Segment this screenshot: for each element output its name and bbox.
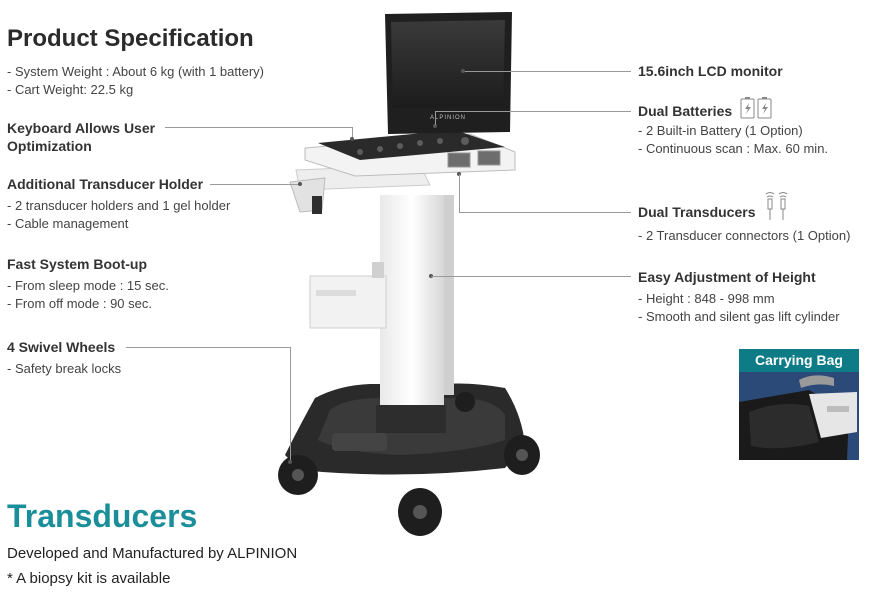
feature-title: 4 Swivel Wheels bbox=[7, 339, 116, 355]
feature-boot-up: Fast System Boot-up - From sleep mode : … bbox=[7, 255, 169, 313]
transducers-title: Transducers bbox=[7, 498, 198, 534]
device-brand: ALPINION bbox=[430, 115, 467, 121]
spec-line: - System Weight : About 6 kg (with 1 bat… bbox=[7, 64, 264, 79]
feature-title: Keyboard Allows User Optimization bbox=[7, 120, 156, 154]
feature-detail: - 2 transducer holders and 1 gel holder bbox=[7, 198, 231, 213]
feature-detail: - 2 Transducer connectors (1 Option) bbox=[638, 228, 851, 243]
product-spec-lines: - System Weight : About 6 kg (with 1 bat… bbox=[7, 63, 264, 99]
feature-detail: - 2 Built-in Battery (1 Option) bbox=[638, 123, 803, 138]
battery-icon bbox=[740, 97, 772, 119]
feature-detail: - From sleep mode : 15 sec. bbox=[7, 278, 169, 293]
feature-title: 15.6inch LCD monitor bbox=[638, 63, 783, 79]
feature-title: Dual Batteries bbox=[638, 103, 733, 119]
feature-detail: - Continuous scan : Max. 60 min. bbox=[638, 141, 829, 156]
feature-detail: - From off mode : 90 sec. bbox=[7, 296, 152, 311]
feature-title: Dual Transducers bbox=[638, 204, 756, 220]
spec-line: - Cart Weight: 22.5 kg bbox=[7, 82, 134, 97]
product-spec-title: Product Specification bbox=[7, 25, 254, 52]
carrying-bag-photo bbox=[739, 372, 859, 460]
transducers-subtitle: Developed and Manufactured by ALPINION bbox=[7, 545, 298, 562]
feature-lcd-monitor: 15.6inch LCD monitor bbox=[638, 62, 783, 80]
feature-swivel-wheels: 4 Swivel Wheels - Safety break locks bbox=[7, 338, 121, 378]
feature-transducer-holder: Additional Transducer Holder - 2 transdu… bbox=[7, 175, 230, 233]
biopsy-note: * A biopsy kit is available bbox=[7, 570, 171, 587]
feature-detail: - Height : 848 - 998 mm bbox=[638, 291, 775, 306]
feature-dual-batteries: Dual Batteries - 2 Built-in Battery (1 O… bbox=[638, 96, 828, 158]
feature-keyboard: Keyboard Allows User Optimization bbox=[7, 119, 167, 155]
feature-dual-transducers: Dual Transducers - 2 Transducer connecto… bbox=[638, 191, 850, 245]
feature-title: Fast System Boot-up bbox=[7, 256, 148, 272]
carrying-bag-label: Carrying Bag bbox=[739, 349, 859, 372]
feature-title: Easy Adjustment of Height bbox=[638, 269, 816, 285]
feature-height-adjustment: Easy Adjustment of Height - Height : 848… bbox=[638, 268, 840, 326]
feature-title: Additional Transducer Holder bbox=[7, 176, 204, 192]
feature-detail: - Smooth and silent gas lift cylinder bbox=[638, 309, 840, 324]
feature-detail: - Cable management bbox=[7, 216, 129, 231]
transducer-icon bbox=[765, 192, 787, 220]
feature-detail: - Safety break locks bbox=[7, 361, 122, 376]
